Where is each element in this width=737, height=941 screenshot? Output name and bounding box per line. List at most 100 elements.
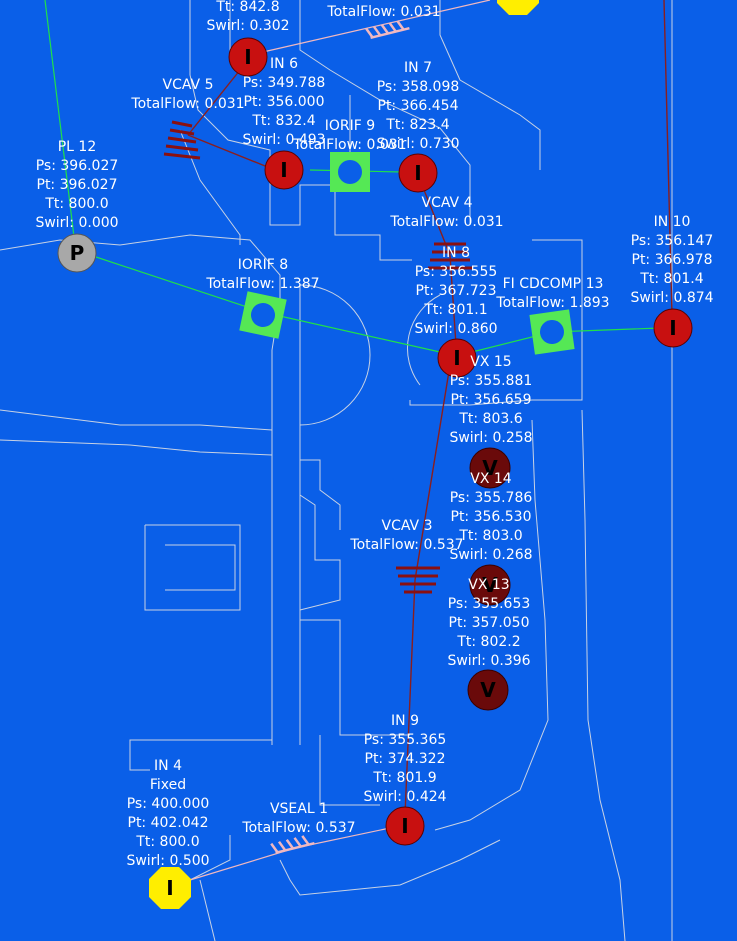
in7-label-line: Swirl: 0.730 <box>376 136 459 152</box>
orifice-iorif8[interactable] <box>239 291 287 339</box>
node-in9-glyph: I <box>401 814 408 838</box>
in9-label-line: Ps: 355.365 <box>364 732 447 748</box>
vx13-label-line: VX 13 <box>468 577 509 593</box>
node-in10-glyph: I <box>669 316 676 340</box>
in10-label-line: Swirl: 0.874 <box>630 290 713 306</box>
node-in8-glyph: I <box>453 346 460 370</box>
iorif9-label-line: TotalFlow: 0.031 <box>292 137 406 153</box>
node-in7[interactable]: I <box>398 153 438 193</box>
connection-in8-vcav3 <box>414 364 451 581</box>
vx13-label-line: Ps: 355.653 <box>448 596 531 612</box>
in9-label-line: Swirl: 0.424 <box>363 789 446 805</box>
in4-label-line: Pt: 402.042 <box>128 815 209 831</box>
node-v-lower[interactable]: V <box>467 669 509 711</box>
vx15-label-line: Swirl: 0.258 <box>449 430 532 446</box>
in6-label-line: Tt: 832.4 <box>251 113 315 129</box>
iorif8-label-line: TotalFlow: 1.387 <box>205 276 319 292</box>
vx15-label-line: Tt: 803.6 <box>458 411 522 427</box>
flow-connections <box>44 0 673 881</box>
node-in9[interactable]: I <box>385 806 425 846</box>
orifice-iorif9[interactable] <box>330 152 370 192</box>
flow-components: I I I I I I V V <box>57 0 693 909</box>
vx13-label-line: Tt: 802.2 <box>456 634 520 650</box>
vcav3-label-line: TotalFlow: 0.537 <box>349 537 463 553</box>
orifice-fi-cdcomp13[interactable] <box>529 309 575 355</box>
in9-label-line: Tt: 801.9 <box>372 770 436 786</box>
in10-label-line: Tt: 801.4 <box>639 271 703 287</box>
in6-label-line: IN 6 <box>270 56 298 72</box>
node-in4-fixed[interactable]: I <box>149 867 191 909</box>
connection-vcav3-in9 <box>404 579 416 816</box>
node-vx13[interactable]: V <box>469 564 511 606</box>
node-in4-glyph: I <box>166 876 173 900</box>
node-pl12-glyph: P <box>70 241 85 265</box>
vseal1-label-line: TotalFlow: 0.537 <box>241 820 355 836</box>
in8-label-line: IN 8 <box>442 245 470 261</box>
pl12-label-line: Tt: 800.0 <box>44 196 108 212</box>
in6-label-line: Swirl: 0.493 <box>242 132 325 148</box>
iorif8-label-line: IORIF 8 <box>238 257 288 273</box>
in8-label-line: Swirl: 0.860 <box>414 321 497 337</box>
in4-label-line: Swirl: 0.500 <box>126 853 209 869</box>
in10-label-line: Ps: 356.147 <box>631 233 714 249</box>
pl12-label-line: Pt: 396.027 <box>37 177 118 193</box>
connection-iorif8-in8 <box>261 311 441 353</box>
node-top-fixed[interactable] <box>497 0 539 15</box>
in6-label-line: Ps: 349.788 <box>243 75 326 91</box>
node-in6-glyph: I <box>244 45 251 69</box>
node-vx13-glyph: V <box>482 573 498 597</box>
pl12-label-line: PL 12 <box>58 139 97 155</box>
node-vx14-glyph: V <box>482 456 498 480</box>
node-ivnode-glyph: I <box>280 158 287 182</box>
in4-label-line: Ps: 400.000 <box>127 796 210 812</box>
in4-label-line: IN 4 <box>154 758 182 774</box>
vcav4-label-line: VCAV 4 <box>422 195 473 211</box>
vx15-label-line: Pt: 356.659 <box>451 392 532 408</box>
cavity-vcav5[interactable] <box>163 120 201 160</box>
in8-label-line: Ps: 356.555 <box>415 264 498 280</box>
in4-label-line: Fixed <box>150 777 186 793</box>
vx14-label-line: Pt: 356.530 <box>451 509 532 525</box>
in7-label-line: Tt: 823.4 <box>385 117 449 133</box>
in10-label-line: Pt: 366.978 <box>632 252 713 268</box>
in4-label-line: Tt: 800.0 <box>135 834 199 850</box>
connection-pl12-iorif8 <box>89 254 263 313</box>
vcav5-label-line: VCAV 5 <box>163 77 214 93</box>
iorif9-label-line: IORIF 9 <box>325 118 375 134</box>
in8-label-line: Tt: 801.1 <box>423 302 487 318</box>
connection-vcav4-in8 <box>449 254 457 346</box>
vx14-label-line: Swirl: 0.268 <box>449 547 532 563</box>
vx14-label-line: Ps: 355.786 <box>450 490 533 506</box>
vseal1-label-line: VSEAL 1 <box>270 801 328 817</box>
node-vx14[interactable]: V <box>469 447 511 489</box>
vcav4-label-line: TotalFlow: 0.031 <box>389 214 503 230</box>
top-flow-label-line: TotalFlow: 0.031 <box>326 4 440 20</box>
in7-label-line: Ps: 358.098 <box>377 79 460 95</box>
seal-top[interactable] <box>365 18 410 40</box>
node-in8[interactable]: I <box>437 338 477 378</box>
cavity-vcav4[interactable] <box>428 242 472 270</box>
node-in6[interactable]: I <box>228 37 268 77</box>
seal-vseal1[interactable] <box>270 833 315 855</box>
node-ivnode[interactable]: I <box>264 150 304 190</box>
connection-top-in6 <box>262 0 491 53</box>
node-pl12[interactable]: P <box>57 233 97 273</box>
pl12-label-line: Ps: 396.027 <box>36 158 119 174</box>
node-in7-glyph: I <box>414 161 421 185</box>
vx15-label-line: Ps: 355.881 <box>450 373 533 389</box>
fi13-label-line: FI CDCOMP 13 <box>503 276 604 292</box>
in7-label-line: Pt: 366.454 <box>378 98 459 114</box>
connection-in10-top <box>663 0 673 316</box>
in7-label-line: IN 7 <box>404 60 432 76</box>
fi13-label-line: TotalFlow: 1.893 <box>495 295 609 311</box>
connection-pl12-upstream <box>44 0 76 246</box>
vx13-label-line: Swirl: 0.396 <box>447 653 530 669</box>
cavity-vcav3[interactable] <box>396 566 440 594</box>
pl12-label-line: Swirl: 0.000 <box>35 215 118 231</box>
vcav3-label-line: VCAV 3 <box>382 518 433 534</box>
node-in10[interactable]: I <box>653 308 693 348</box>
vx14-label-line: Tt: 803.0 <box>458 528 522 544</box>
